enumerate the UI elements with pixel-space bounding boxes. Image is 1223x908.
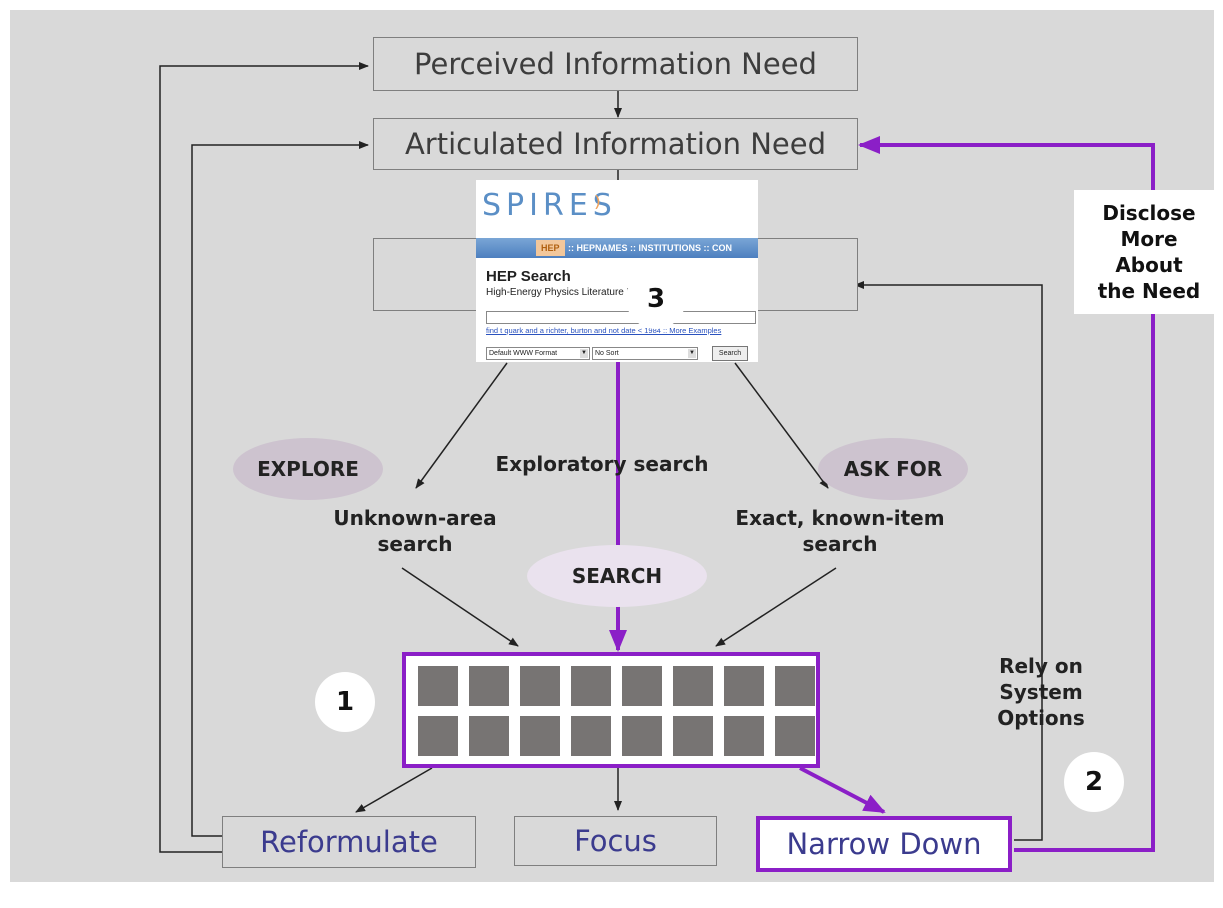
- label-known-item-line2: search: [802, 532, 878, 556]
- badge-2: 2: [1064, 752, 1124, 812]
- label-disclose-line2: More: [1120, 227, 1178, 251]
- result-cell: [673, 716, 713, 756]
- ellipse-ask-for: ASK FOR: [818, 438, 968, 500]
- label-disclose-line1: Disclose: [1102, 201, 1196, 225]
- results-grid: [402, 652, 820, 768]
- label-rely-on-system-options: Rely on System Options: [974, 653, 1108, 731]
- result-cell: [724, 716, 764, 756]
- label-disclose-line4: the Need: [1097, 279, 1201, 303]
- result-cell: [520, 716, 560, 756]
- result-cell: [775, 716, 815, 756]
- spires-subtitle: High-Energy Physics Literature Database: [486, 287, 670, 298]
- result-cell: [418, 716, 458, 756]
- result-cell: [571, 716, 611, 756]
- spires-title: HEP Search: [486, 268, 571, 285]
- arrow-unknown-to-results: [401, 567, 519, 647]
- label-rely-line3: Options: [997, 706, 1085, 730]
- spires-search-button[interactable]: Search: [712, 346, 748, 361]
- purple-arrow-results-to-narrow: [799, 766, 886, 814]
- spires-format-select-value: Default WWW Format: [489, 350, 558, 357]
- result-cell: [775, 666, 815, 706]
- badge-1: 1: [315, 672, 375, 732]
- spires-sort-select-value: No Sort: [595, 350, 619, 357]
- label-rely-line2: System: [999, 680, 1083, 704]
- spires-format-select[interactable]: Default WWW Format ▼: [486, 347, 590, 360]
- loop-narrow-to-query: [854, 281, 1043, 841]
- result-cell: [469, 716, 509, 756]
- ellipse-search: SEARCH: [527, 545, 707, 607]
- badge-3: 3: [626, 269, 686, 329]
- result-cell: [469, 666, 509, 706]
- node-articulated-need: Articulated Information Need: [373, 118, 858, 170]
- result-cell: [622, 716, 662, 756]
- node-narrow-down: Narrow Down: [756, 816, 1012, 872]
- result-cell: [673, 666, 713, 706]
- label-unknown-area-line2: search: [377, 532, 453, 556]
- label-unknown-area-line1: Unknown-area: [333, 506, 497, 530]
- spires-nav-links[interactable]: :: HEPNAMES :: INSTITUTIONS :: CON: [568, 243, 732, 253]
- spires-search-input[interactable]: [486, 311, 756, 324]
- result-cell: [622, 666, 662, 706]
- node-perceived-need: Perceived Information Need: [373, 37, 858, 91]
- label-known-item-line1: Exact, known-item: [735, 506, 945, 530]
- label-unknown-area-search: Unknown-area search: [300, 505, 530, 557]
- node-reformulate: Reformulate: [222, 816, 476, 868]
- arrow-spires-to-unknown: [415, 362, 508, 489]
- arrow-results-to-reformulate: [355, 767, 433, 813]
- spires-sort-select[interactable]: No Sort ▼: [592, 347, 698, 360]
- label-disclose-line3: About: [1115, 253, 1183, 277]
- arrow-known-to-results: [715, 567, 837, 647]
- chevron-down-icon: ▼: [580, 349, 588, 358]
- spires-screenshot: SPIRES ⁾ HEP :: HEPNAMES :: INSTITUTIONS…: [476, 180, 758, 362]
- ellipse-explore: EXPLORE: [233, 438, 383, 500]
- purple-arrow-narrow-to-articulated: [858, 136, 1155, 852]
- arrow-spires-to-known: [734, 362, 829, 489]
- node-focus: Focus: [514, 816, 717, 866]
- spires-example-link[interactable]: find t quark and a richter, burton and n…: [486, 326, 722, 335]
- label-exploratory-search: Exploratory search: [495, 452, 709, 476]
- label-known-item-search: Exact, known-item search: [700, 505, 980, 557]
- spires-logo-mark-icon: ⁾: [594, 190, 601, 223]
- loop-reformulate-to-articulated: [191, 141, 369, 837]
- result-cell: [520, 666, 560, 706]
- spires-nav-bar: HEP :: HEPNAMES :: INSTITUTIONS :: CON: [476, 238, 758, 258]
- chevron-down-icon: ▼: [688, 349, 696, 358]
- spires-logo: SPIRES: [482, 188, 617, 223]
- result-cell: [724, 666, 764, 706]
- result-cell: [571, 666, 611, 706]
- label-disclose-more: Disclose More About the Need: [1074, 190, 1223, 314]
- label-rely-line1: Rely on: [999, 654, 1083, 678]
- loop-reformulate-to-perceived: [159, 62, 369, 853]
- result-cell: [418, 666, 458, 706]
- spires-nav-tab-hep[interactable]: HEP: [536, 240, 565, 256]
